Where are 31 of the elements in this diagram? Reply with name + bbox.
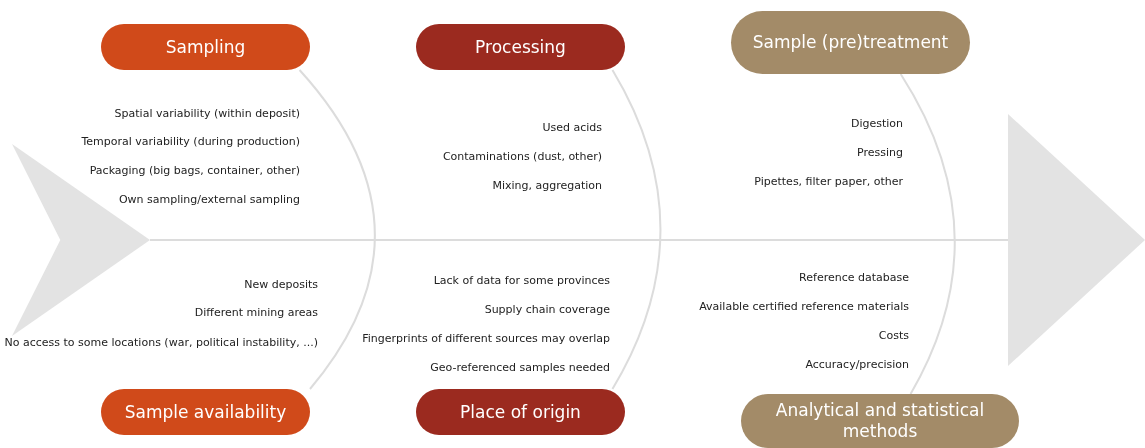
- cause-text: Available certified reference materials: [699, 300, 909, 314]
- category-pill: Processing: [416, 24, 625, 70]
- cause-text: Used acids: [542, 121, 602, 135]
- bone-line: [298, 69, 376, 390]
- category-pill: Sampling: [101, 24, 310, 70]
- category-pill: Sample availability: [101, 389, 310, 435]
- cause-text: Reference database: [799, 271, 909, 285]
- cause-text: New deposits: [244, 278, 318, 292]
- bone-line: [899, 73, 956, 395]
- cause-text: Own sampling/external sampling: [118, 193, 300, 207]
- cause-text: Contaminations (dust, other): [442, 150, 602, 164]
- cause-text: Mixing, aggregation: [492, 179, 602, 193]
- cause-text: Geo-referenced samples needed: [430, 361, 610, 375]
- cause-text: Packaging (big bags, container, other): [89, 164, 300, 178]
- bone-line: [611, 69, 662, 390]
- category-pill: Place of origin: [416, 389, 625, 435]
- cause-text: Costs: [878, 329, 909, 343]
- cause-text: Pressing: [857, 146, 903, 160]
- fishbone-head-triangle: [1008, 114, 1145, 366]
- category-pill: Sample (pre)treatment: [731, 11, 970, 74]
- cause-text: Fingerprints of different sources may overlap: [362, 332, 610, 346]
- cause-text: Lack of data for some provinces: [433, 274, 610, 288]
- category-pill: Analytical and statistical methods: [741, 394, 1019, 448]
- cause-text: Pipettes, filter paper, other: [754, 175, 903, 189]
- cause-text: Spatial variability (within deposit): [114, 107, 300, 121]
- spine-line: [149, 239, 1009, 241]
- cause-text: Temporal variability (during production): [81, 135, 300, 149]
- cause-text: Different mining areas: [194, 306, 318, 320]
- cause-text: Supply chain coverage: [484, 303, 610, 317]
- cause-text: Digestion: [850, 117, 903, 131]
- cause-text: Accuracy/precision: [805, 358, 909, 372]
